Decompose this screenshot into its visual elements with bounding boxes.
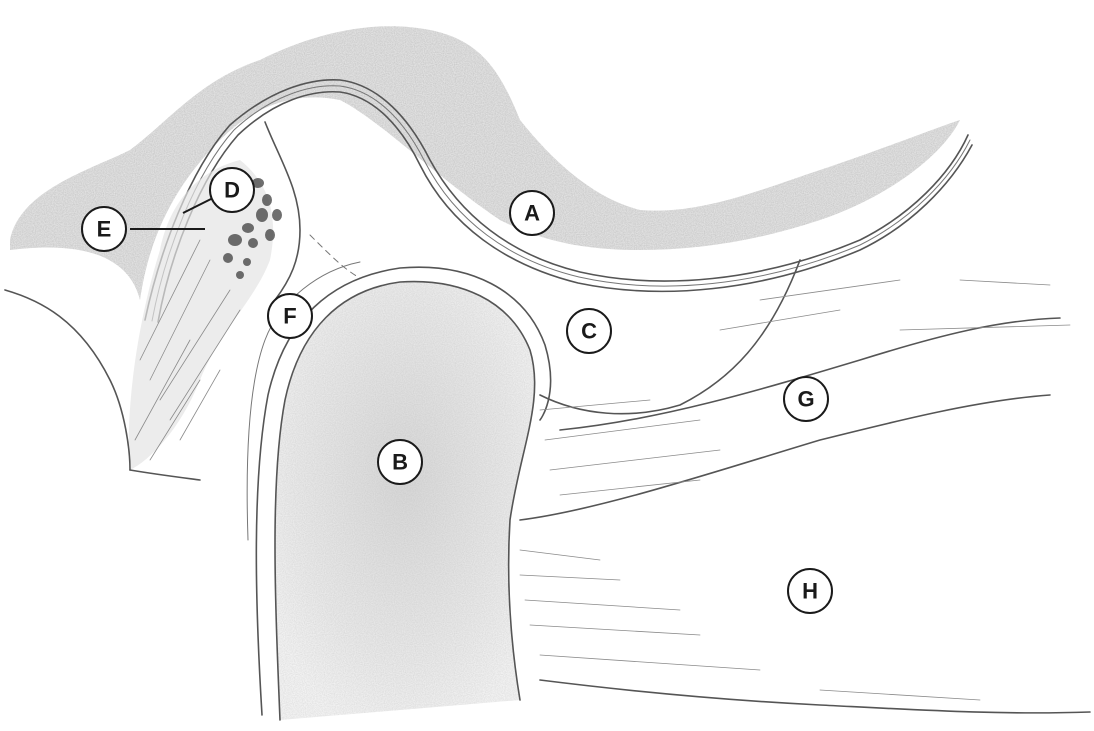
label-g: G <box>784 377 828 421</box>
label-c-text: C <box>581 319 597 344</box>
label-e: E <box>82 207 126 251</box>
label-b-text: B <box>392 450 408 475</box>
label-h: H <box>788 569 832 613</box>
label-a: A <box>510 191 554 235</box>
label-c: C <box>567 309 611 353</box>
label-e-text: E <box>97 217 112 242</box>
label-d-text: D <box>224 178 240 203</box>
label-g-text: G <box>797 387 814 412</box>
label-f-text: F <box>283 304 296 329</box>
label-h-text: H <box>802 579 818 604</box>
label-b: B <box>378 440 422 484</box>
label-d: D <box>210 168 254 212</box>
label-f: F <box>268 294 312 338</box>
label-a-text: A <box>524 201 540 226</box>
